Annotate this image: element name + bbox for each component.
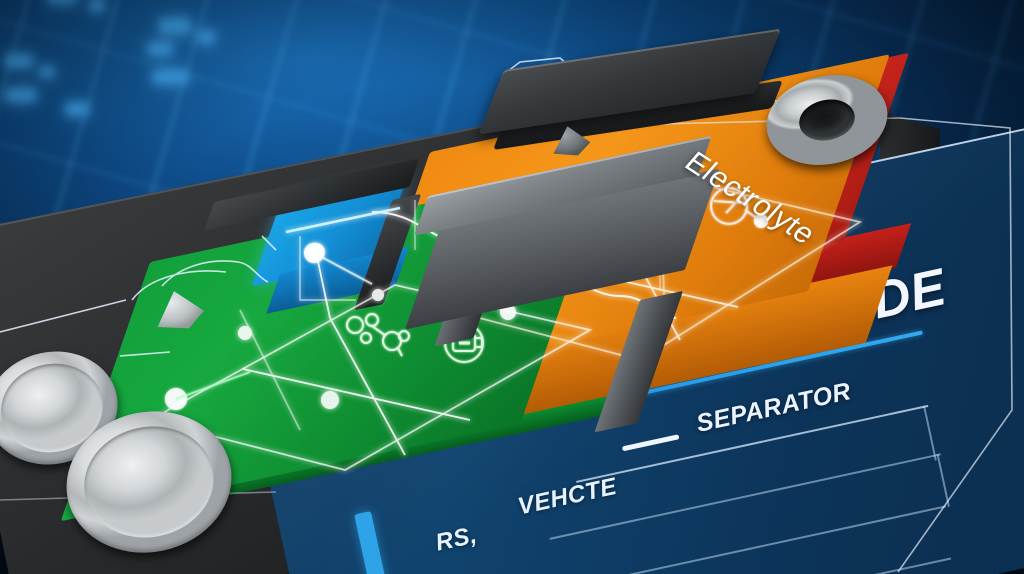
scene-canvas: NICKEL-METAL HYDRIDE SEPARATOR RS, VEHCT… <box>0 0 1024 574</box>
